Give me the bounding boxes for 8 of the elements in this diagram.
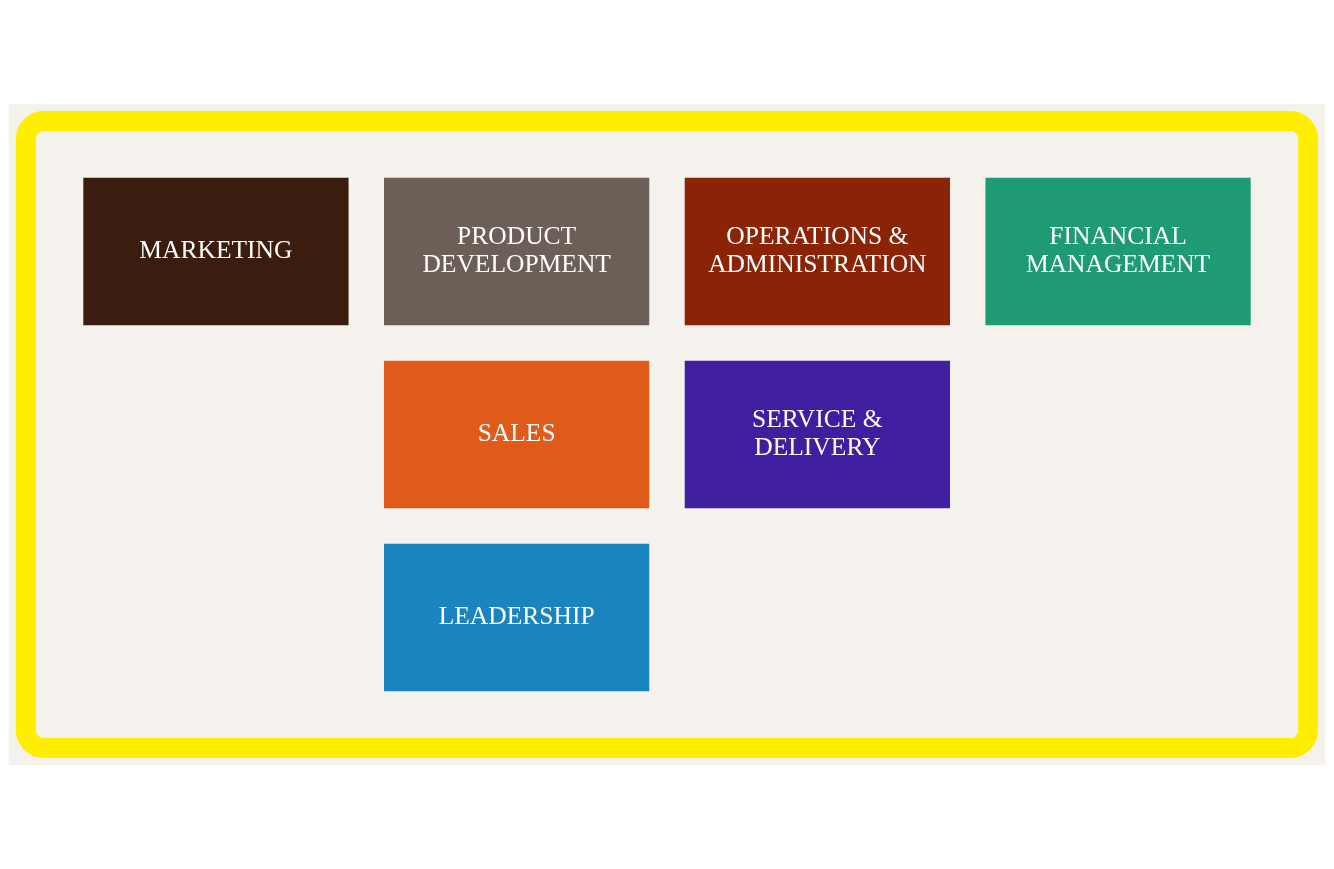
cluster (15, 111, 1319, 758)
node-box: LEADERSHIP (384, 543, 650, 692)
node-box: SALES (384, 360, 650, 509)
node-box: SERVICE & DELIVERY (684, 360, 950, 509)
node-box: PRODUCT DEVELOPMENT (384, 177, 650, 326)
node-box: FINANCIAL MANAGEMENT (985, 177, 1251, 326)
node-box: MARKETING (83, 177, 349, 326)
node-box: OPERATIONS & ADMINISTRATION (684, 177, 950, 326)
